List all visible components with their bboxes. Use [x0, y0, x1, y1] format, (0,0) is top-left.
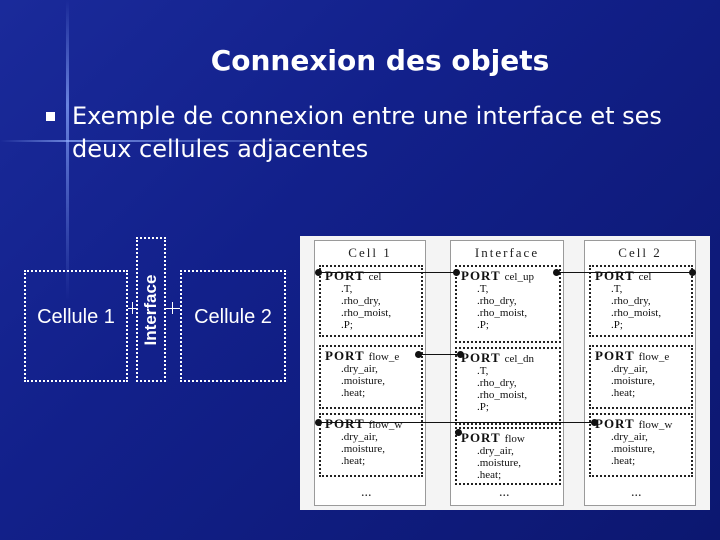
decorative-vertical-line — [66, 0, 69, 300]
slide-title: Connexion des objets — [210, 44, 550, 77]
cell2-port-flow-w: PORT flow_w .dry_air, .moisture, .heat; — [589, 413, 693, 477]
port-fields: .T, .rho_dry, .rho_moist, .P; — [477, 283, 528, 331]
port-fields: .dry_air, .moisture, .heat; — [341, 363, 385, 399]
interface-ellipsis: ... — [499, 485, 510, 500]
port-fields: .T, .rho_dry, .rho_moist, .P; — [341, 283, 392, 331]
connector-dot — [315, 419, 322, 426]
cell1-ellipsis: ... — [361, 485, 372, 500]
bullet-text: Exemple de connexion entre une interface… — [72, 102, 662, 163]
cell2-panel: Cell 2 PORT cel .T, .rho_dry, .rho_moist… — [584, 240, 696, 506]
connector-dot — [553, 269, 560, 276]
port-fields: .T, .rho_dry, .rho_moist, .P; — [477, 365, 528, 413]
port-label: PORT cel_dn — [461, 350, 534, 365]
link-interface-cell2 — [166, 308, 180, 309]
square-bullet-icon — [46, 112, 55, 121]
port-label: PORT flow_w — [595, 416, 673, 431]
port-label: PORT flow_w — [325, 416, 403, 431]
port-fields: .dry_air, .moisture, .heat; — [611, 363, 655, 399]
port-diagram: Cell 1 PORT cel .T, .rho_dry, .rho_moist… — [300, 236, 710, 510]
port-fields: .T, .rho_dry, .rho_moist, .P; — [611, 283, 662, 331]
cell1-panel: Cell 1 PORT cel .T, .rho_dry, .rho_moist… — [314, 240, 426, 506]
connector-dot — [415, 351, 422, 358]
connector-dot — [457, 351, 464, 358]
connection-cel-right — [556, 272, 692, 273]
interface-port-cel-up: PORT cel_up .T, .rho_dry, .rho_moist, .P… — [455, 265, 561, 343]
cell2-port-cel: PORT cel .T, .rho_dry, .rho_moist, .P; — [589, 265, 693, 337]
port-label: PORT flow_e — [595, 348, 670, 363]
connector-dot — [453, 269, 460, 276]
link-tick-left — [132, 302, 133, 314]
connection-cel-dn — [418, 354, 460, 355]
cell2-title: Cell 2 — [618, 245, 662, 260]
connector-dot — [591, 419, 598, 426]
port-label: PORT cel_up — [461, 268, 534, 283]
interface-title: Interface — [474, 245, 540, 260]
port-fields: .dry_air, .moisture, .heat; — [477, 445, 521, 481]
connector-dot — [689, 269, 696, 276]
link-tick-right — [172, 302, 173, 314]
cellule-1-box: Cellule 1 — [24, 270, 128, 382]
port-fields: .dry_air, .moisture, .heat; — [611, 431, 655, 467]
cell1-port-flow-w: PORT flow_w .dry_air, .moisture, .heat; — [319, 413, 423, 477]
interface-box: Interface — [136, 237, 166, 382]
cell1-port-cel: PORT cel .T, .rho_dry, .rho_moist, .P; — [319, 265, 423, 337]
interface-port-cel-dn: PORT cel_dn .T, .rho_dry, .rho_moist, .P… — [455, 347, 561, 425]
cell2-ellipsis: ... — [631, 485, 642, 500]
decorative-horizontal-line — [0, 140, 360, 142]
cell1-title: Cell 1 — [348, 245, 392, 260]
cell2-port-flow-e: PORT flow_e .dry_air, .moisture, .heat; — [589, 345, 693, 409]
connection-cel-up — [318, 272, 456, 273]
cellule-2-box: Cellule 2 — [180, 270, 286, 382]
connector-dot — [455, 429, 462, 436]
port-label: PORT flow_e — [325, 348, 400, 363]
port-label: PORT cel — [595, 268, 652, 283]
port-fields: .dry_air, .moisture, .heat; — [341, 431, 385, 467]
port-label: PORT flow — [461, 430, 525, 445]
cell1-port-flow-e: PORT flow_e .dry_air, .moisture, .heat; — [319, 345, 423, 409]
port-label: PORT cel — [325, 268, 382, 283]
interface-port-flow: PORT flow .dry_air, .moisture, .heat; — [455, 427, 561, 485]
connection-flow — [318, 422, 594, 423]
interface-label: Interface — [141, 274, 160, 345]
connector-dot — [315, 269, 322, 276]
interface-panel: Interface PORT cel_up .T, .rho_dry, .rho… — [450, 240, 564, 506]
